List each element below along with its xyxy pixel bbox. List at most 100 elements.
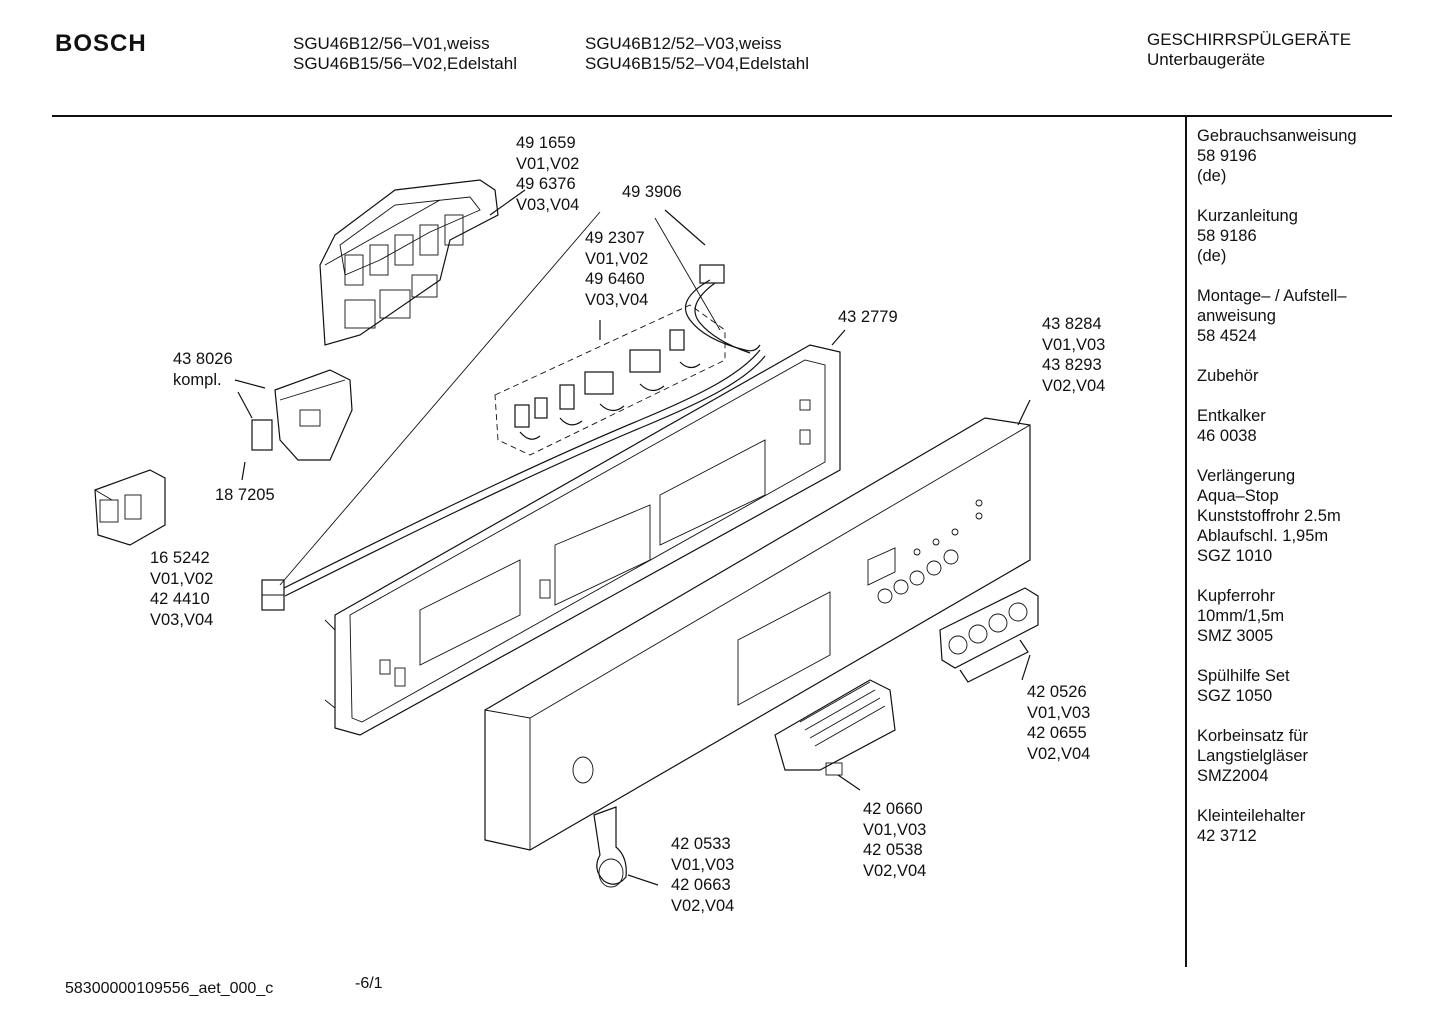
part-number: 42 0533 (671, 835, 731, 853)
part-number: 18 7205 (215, 486, 275, 504)
cable-drawing (261, 264, 766, 611)
sidebar-line: 58 9196 (1197, 147, 1257, 165)
part-variant: V01,V03 (671, 855, 735, 874)
model-line: SGU46B15/52–V04,Edelstahl (585, 54, 809, 73)
part-variant: V03,V04 (150, 610, 214, 629)
leader-lines (234, 189, 1031, 886)
sidebar-line: Entkalker (1197, 407, 1266, 425)
part-label-492307: 49 2307 V01,V02 49 6460 V03,V04 (585, 228, 648, 310)
part-label-432779: 43 2779 (838, 307, 898, 328)
exploded-parts-diagram (94, 179, 1039, 888)
brand-logo: BOSCH (55, 30, 147, 57)
part-variant: V01,V03 (1042, 335, 1106, 354)
part-variant: V03,V04 (585, 290, 649, 309)
sidebar-line: Zubehör (1197, 367, 1259, 385)
model-line: SGU46B12/56–V01,weiss (293, 34, 490, 53)
handle-drawing (774, 679, 896, 776)
sidebar-line: Kunststoffrohr 2.5m (1197, 507, 1341, 525)
sidebar-line: SGZ 1010 (1197, 547, 1273, 565)
sidebar-line: 42 3712 (1197, 827, 1257, 845)
part-label-420533: 42 0533 V01,V03 42 0663 V02,V04 (671, 834, 734, 916)
part-label-165242: 16 5242 V01,V02 42 4410 V03,V04 (150, 548, 213, 630)
sidebar-group: Entkalker 46 0038 (1197, 406, 1397, 446)
sidebar-group: Kurzanleitung 58 9186 (de) (1197, 206, 1397, 266)
part-variant: V02,V04 (1027, 744, 1091, 763)
page-number: -6/1 (355, 975, 383, 992)
sidebar-divider (1185, 117, 1187, 967)
part-number: 42 0660 (863, 800, 923, 818)
part-number: 49 1659 (516, 134, 576, 152)
document-id: 58300000109556_aet_000_c (65, 980, 274, 997)
valve-assembly-drawing (251, 369, 353, 461)
sidebar-line: (de) (1197, 247, 1227, 265)
part-number: 49 6460 (585, 270, 645, 288)
part-variant: V01,V02 (150, 569, 214, 588)
part-number: 43 8026 (173, 350, 233, 368)
button-strip-drawing (939, 587, 1039, 683)
part-number: 42 0663 (671, 876, 731, 894)
part-variant: V01,V03 (863, 820, 927, 839)
sidebar-line: Kurzanleitung (1197, 207, 1298, 225)
sidebar-line: anweisung (1197, 307, 1276, 325)
sidebar-line: SMZ2004 (1197, 767, 1269, 785)
part-number: 49 2307 (585, 229, 645, 247)
part-variant: V01,V02 (516, 154, 580, 173)
sidebar-line: Korbeinsatz für (1197, 727, 1308, 745)
part-number: 49 6376 (516, 175, 576, 193)
part-label-420660: 42 0660 V01,V03 42 0538 V02,V04 (863, 799, 926, 881)
relay-drawing (94, 469, 166, 546)
part-variant: kompl. (173, 370, 222, 389)
part-variant: V01,V02 (585, 249, 649, 268)
frame-drawing (324, 344, 841, 736)
part-variant: V03,V04 (516, 195, 580, 214)
part-label-420526: 42 0526 V01,V03 42 0655 V02,V04 (1027, 682, 1090, 764)
part-label-187205: 18 7205 (215, 485, 275, 506)
knob-drawing (593, 806, 627, 888)
sidebar-group: Gebrauchsanweisung 58 9196 (de) (1197, 126, 1397, 186)
category-title: GESCHIRRSPÜLGERÄTE Unterbaugeräte (1147, 30, 1351, 70)
part-label-438026: 43 8026 kompl. (173, 349, 233, 390)
part-number: 16 5242 (150, 549, 210, 567)
sidebar-line: SMZ 3005 (1197, 627, 1274, 645)
sidebar-line: 58 9186 (1197, 227, 1257, 245)
part-label-438284: 43 8284 V01,V03 43 8293 V02,V04 (1042, 314, 1105, 396)
part-variant: V02,V04 (863, 861, 927, 880)
sidebar-group: Kleinteilehalter 42 3712 (1197, 806, 1397, 846)
sidebar-line: Aqua–Stop (1197, 487, 1279, 505)
sidebar-group: Zubehör (1197, 366, 1397, 386)
sidebar-line: Ablaufschl. 1,95m (1197, 527, 1329, 545)
model-list-col1: SGU46B12/56–V01,weiss SGU46B15/56–V02,Ed… (293, 34, 517, 74)
part-number: 42 0655 (1027, 724, 1087, 742)
part-number: 49 3906 (622, 183, 682, 201)
part-label-491659: 49 1659 V01,V02 49 6376 V03,V04 (516, 133, 579, 215)
sidebar-line: 46 0038 (1197, 427, 1257, 445)
category-line: GESCHIRRSPÜLGERÄTE (1147, 30, 1352, 49)
sidebar-line: SGZ 1050 (1197, 687, 1273, 705)
sidebar-line: Montage– / Aufstell– (1197, 287, 1347, 305)
part-number: 42 0526 (1027, 683, 1087, 701)
sidebar-line: (de) (1197, 167, 1227, 185)
part-variant: V02,V04 (671, 896, 735, 915)
front-panel-drawing (484, 417, 1031, 851)
control-module-drawing (319, 179, 499, 346)
header-divider (52, 115, 1392, 117)
sidebar-line: Spülhilfe Set (1197, 667, 1290, 685)
model-line: SGU46B15/56–V02,Edelstahl (293, 54, 517, 73)
sidebar-line: Gebrauchsanweisung (1197, 127, 1357, 145)
sidebar-line: Verlängerung (1197, 467, 1296, 485)
harness-connectors-drawing (494, 304, 726, 456)
part-number: 43 2779 (838, 308, 898, 326)
sidebar-line: Kleinteilehalter (1197, 807, 1306, 825)
sidebar-line: Kupferrohr (1197, 587, 1275, 605)
part-variant: V02,V04 (1042, 376, 1106, 395)
model-list-col2: SGU46B12/52–V03,weiss SGU46B15/52–V04,Ed… (585, 34, 809, 74)
sidebar-line: 10mm/1,5m (1197, 607, 1285, 625)
part-variant: V01,V03 (1027, 703, 1091, 722)
model-line: SGU46B12/52–V03,weiss (585, 34, 782, 53)
